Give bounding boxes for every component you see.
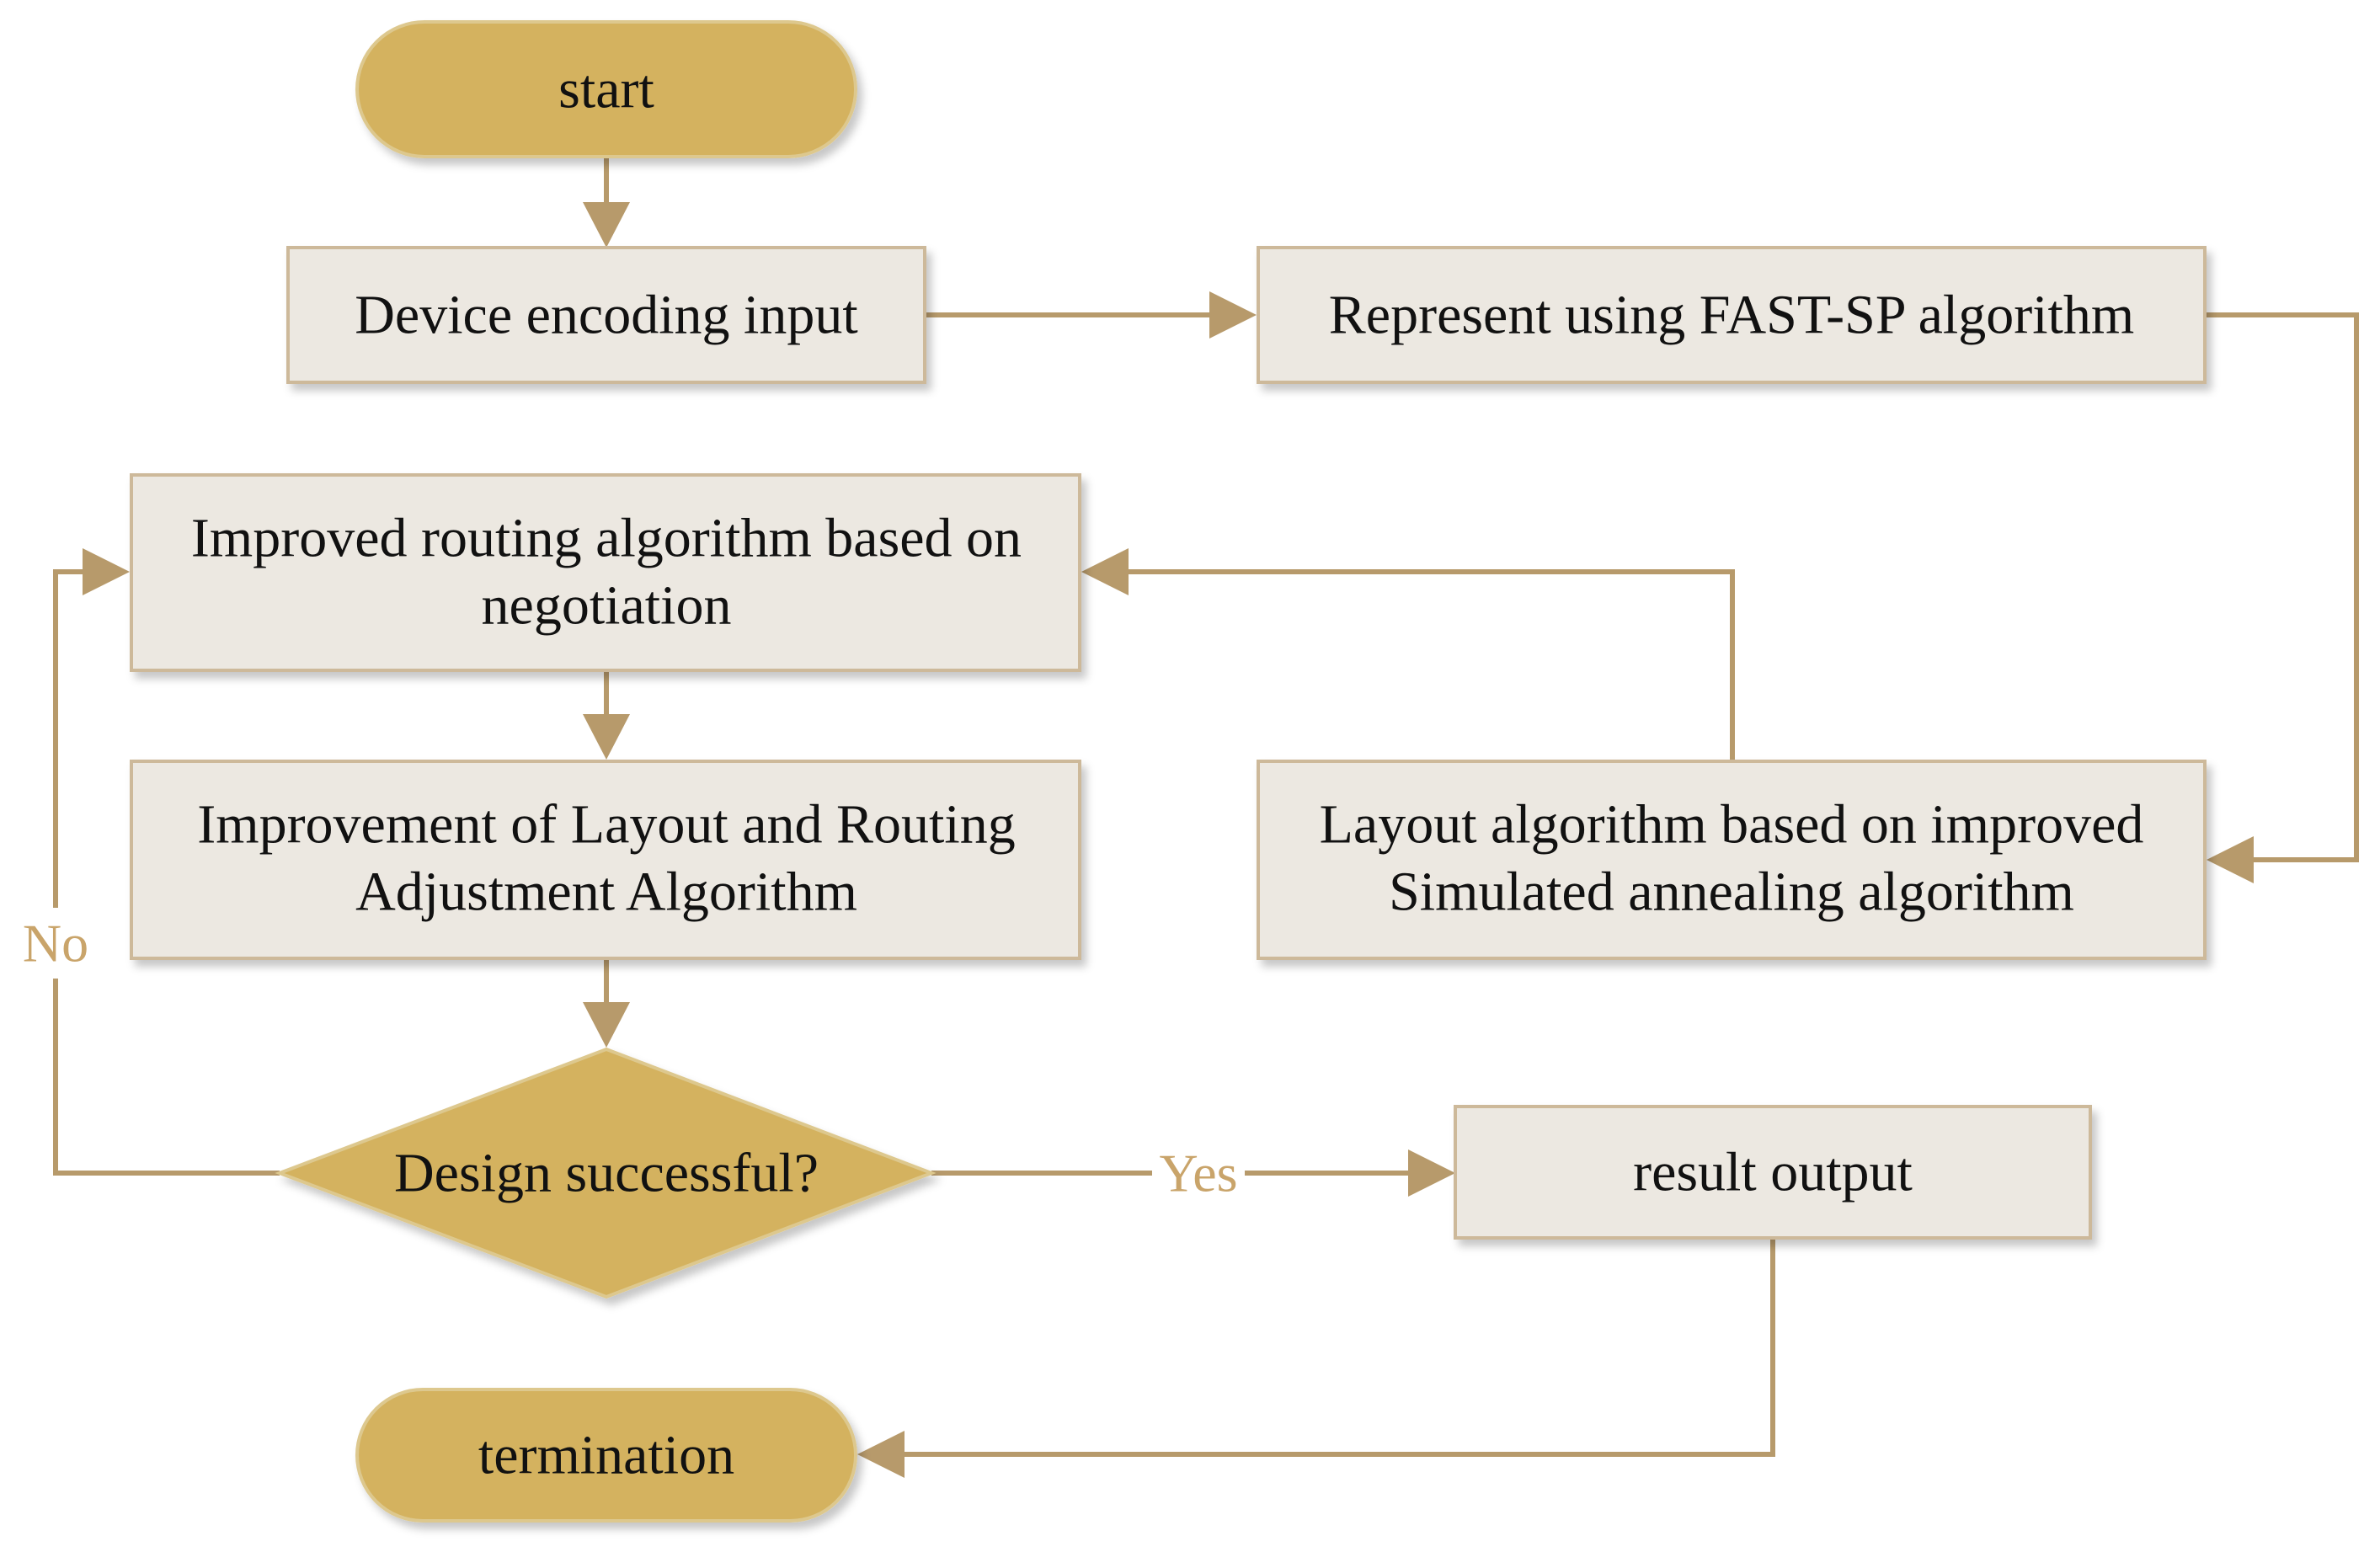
- layout-routing-label-line-2: Adjustment Algorithm: [355, 861, 857, 923]
- edge-layout-sa-to-routing: [1125, 569, 1735, 760]
- routing-label-line-1: Improved routing algorithm based on: [191, 508, 1022, 569]
- layout-routing-label-line-1: Improvement of Layout and Routing: [197, 794, 1015, 856]
- layout-sa-node: [1257, 760, 2207, 960]
- result-label: result output: [1633, 1142, 1913, 1203]
- arrowhead: [583, 202, 630, 248]
- arrowhead: [583, 1002, 630, 1048]
- decision-node: [275, 1047, 937, 1299]
- start-node: [355, 20, 857, 158]
- edge-represent-to-layout-sa: [2205, 312, 2359, 862]
- decision-label: Design successful?: [394, 1143, 819, 1204]
- edge-result-to-termination: [901, 1238, 1775, 1457]
- arrowhead: [1408, 1149, 1455, 1197]
- start-label: start: [558, 59, 654, 120]
- routing-label-line-2: negotiation: [482, 575, 732, 637]
- edge-decision-no-loop: [53, 569, 84, 908]
- no-label: No: [23, 914, 88, 973]
- arrowhead: [83, 548, 130, 595]
- device-input-label: Device encoding input: [355, 285, 857, 346]
- arrowhead: [1209, 291, 1257, 339]
- layout-sa-label-line-2: Simulated annealing algorithm: [1389, 861, 2074, 923]
- layout-routing-node: [130, 760, 1081, 960]
- arrowhead: [1081, 548, 1129, 595]
- termination-label: termination: [478, 1425, 734, 1486]
- yes-label: Yes: [1159, 1144, 1237, 1203]
- represent-node: [1257, 246, 2207, 384]
- result-node: [1454, 1105, 2092, 1240]
- arrowhead: [857, 1431, 905, 1478]
- edge-decision-no-loop: [53, 979, 280, 1176]
- layout-sa-label-line-1: Layout algorithm based on improved: [1320, 794, 2144, 856]
- termination-node: [355, 1388, 857, 1523]
- represent-label: Represent using FAST-SP algorithm: [1329, 285, 2134, 346]
- device-input-node: [286, 246, 926, 384]
- arrowhead: [2207, 836, 2254, 883]
- routing-node: [130, 473, 1081, 672]
- arrowhead: [583, 714, 630, 760]
